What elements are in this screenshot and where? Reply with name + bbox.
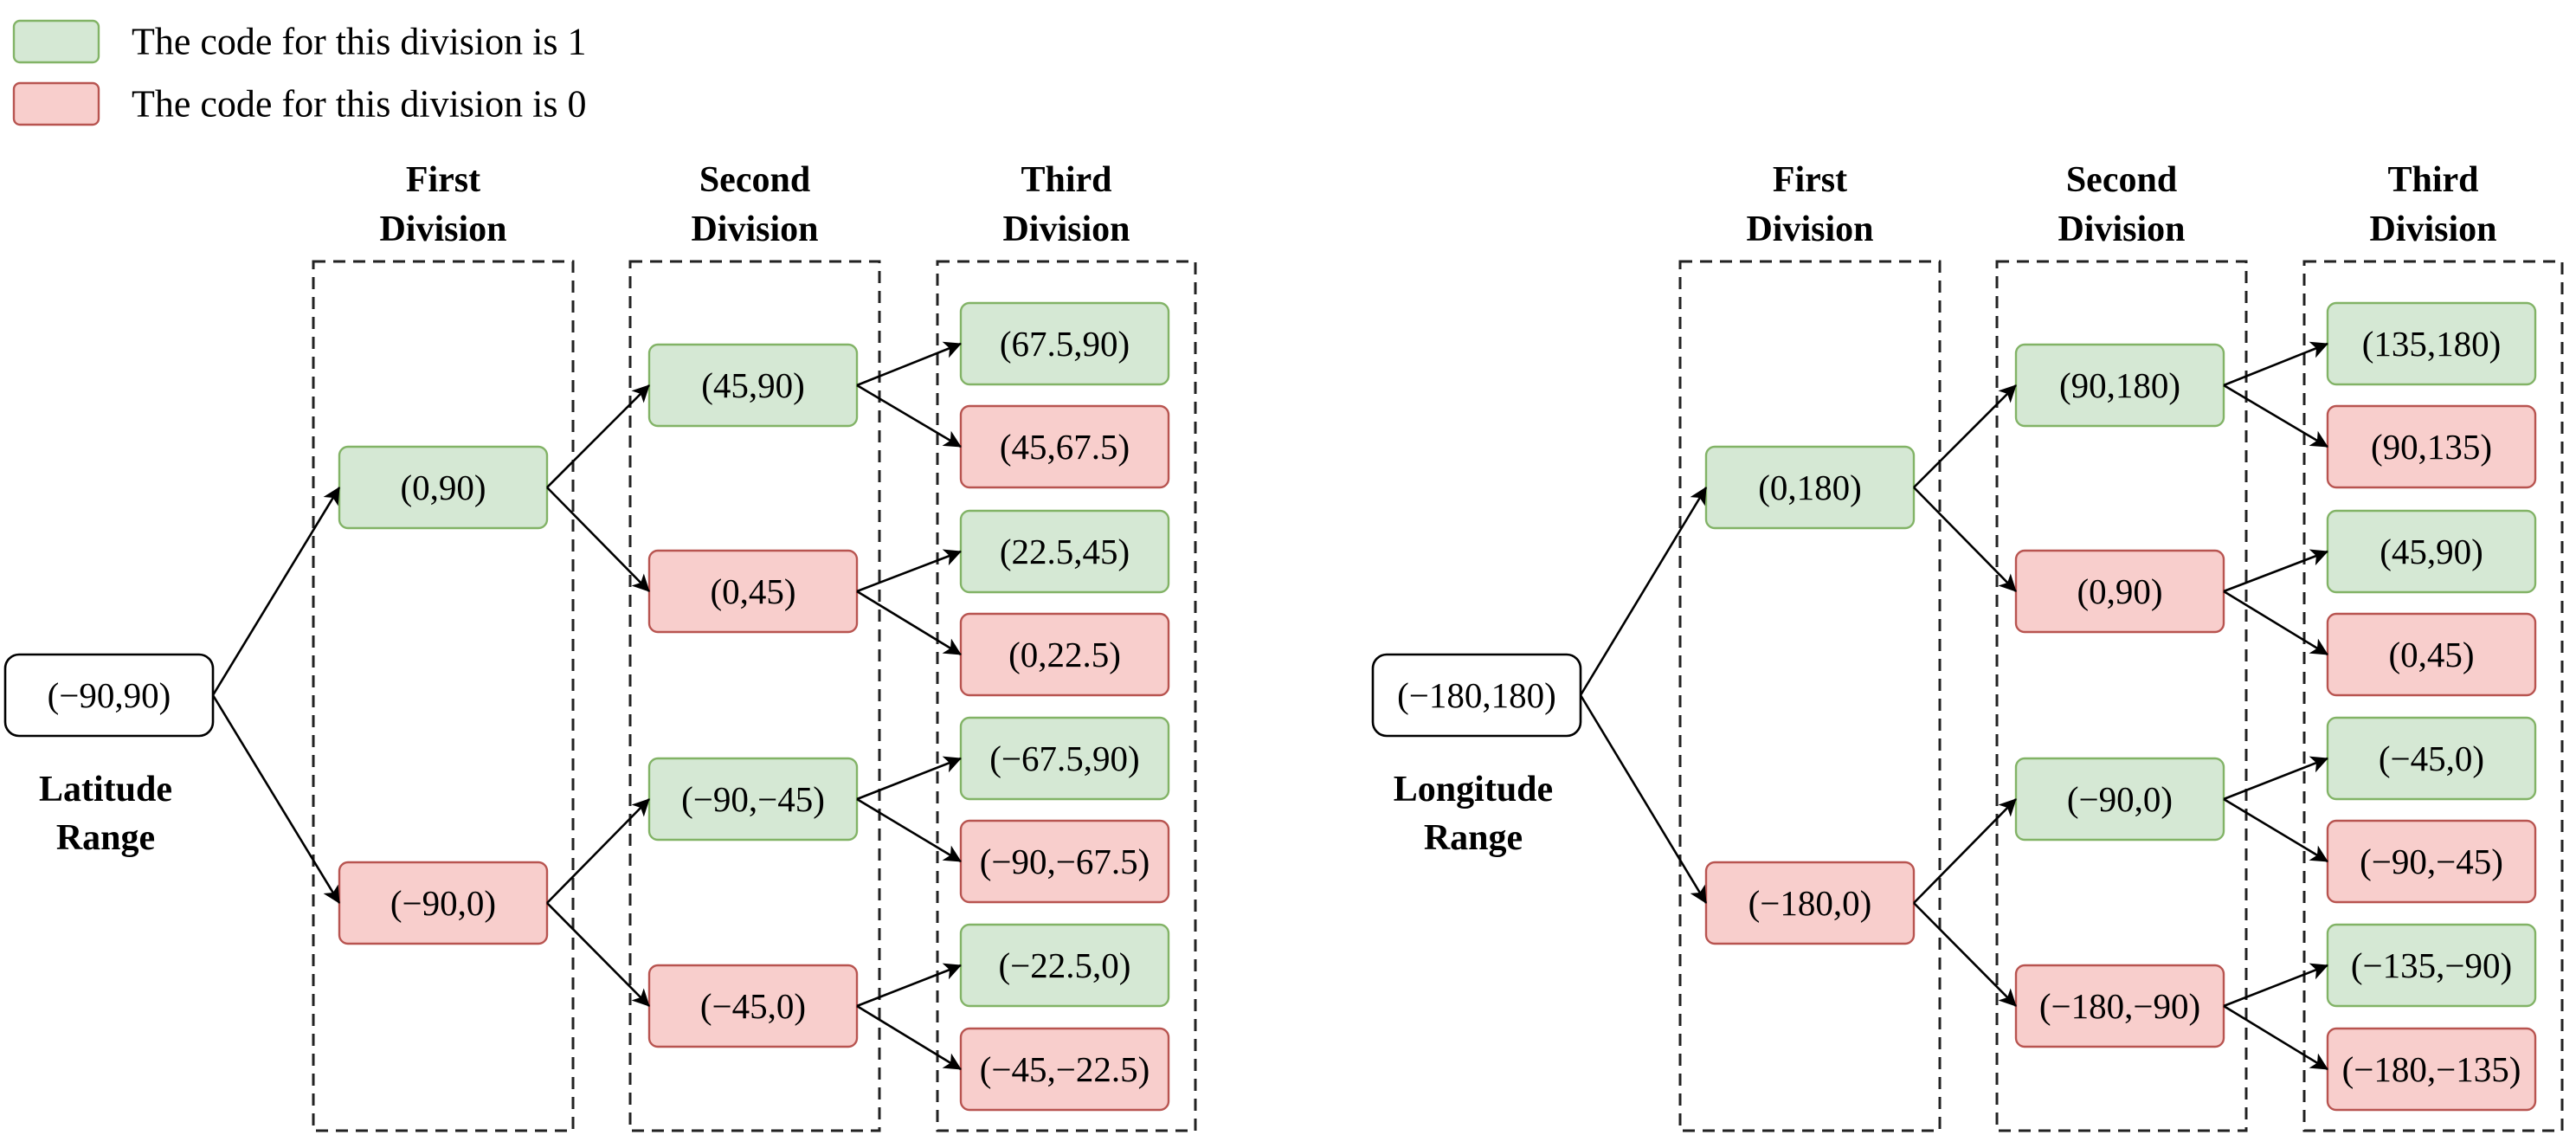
longitude-l3-node: (90,135): [2371, 427, 2492, 467]
longitude-root-node: (−180,180): [1397, 675, 1556, 715]
latitude-root-label: Latitude: [39, 770, 172, 809]
longitude-edge-l2-l3: [2223, 756, 2328, 801]
latitude-edge-l2-l3: [856, 549, 962, 593]
latitude-edge-l1-l2: [546, 384, 650, 488]
longitude-edge-l2-l3: [2223, 341, 2328, 387]
longitude-division-2-frame: [1995, 260, 2248, 1132]
longitude-l2-node: (−180,−90): [2039, 986, 2200, 1026]
latitude-l2-node: (−90,−45): [681, 779, 825, 819]
longitude-edge-l1-l2: [1913, 384, 2017, 488]
longitude-division-3-header: Division: [2369, 210, 2496, 249]
longitude-edge-l1-l2: [1913, 487, 2017, 592]
longitude-edge-root-l1: [1579, 487, 1708, 696]
latitude-l3-node: (45,67.5): [1000, 427, 1130, 467]
latitude-division-3-frame: [936, 260, 1197, 1132]
latitude-l2-node: (0,45): [710, 571, 795, 611]
latitude-l1-node: (0,90): [400, 468, 486, 507]
longitude-l1-node: (0,180): [1758, 468, 1862, 507]
latitude-division-2-frame: [628, 260, 881, 1132]
latitude-edge-l2-l3: [856, 1004, 962, 1071]
longitude-root-label: Longitude: [1394, 770, 1553, 809]
longitude-l3-node: (−180,−135): [2342, 1049, 2521, 1089]
longitude-edge-l1-l2: [1913, 798, 2017, 904]
longitude-edge-l2-l3: [2223, 590, 2328, 656]
latitude-division-1-header: Division: [379, 210, 506, 249]
longitude-division-3-frame: [2302, 260, 2564, 1132]
longitude-edge-l1-l2: [1913, 902, 2017, 1007]
latitude-division-1-frame: [312, 260, 575, 1132]
longitude-division-1-header: Division: [1746, 210, 1873, 249]
latitude-l2-node: (−45,0): [700, 986, 806, 1026]
latitude-edge-root-l1: [211, 694, 341, 904]
longitude-l1-node: (−180,0): [1748, 883, 1872, 923]
latitude-root-node: (−90,90): [48, 675, 171, 715]
longitude-l3-node: (−135,−90): [2351, 945, 2512, 985]
longitude-l3-node: (−90,−45): [2360, 842, 2503, 881]
latitude-edge-l1-l2: [546, 798, 650, 904]
latitude-division-2-header: Division: [691, 210, 818, 249]
longitude-edge-l2-l3: [2223, 384, 2328, 448]
longitude-l2-node: (90,180): [2059, 365, 2180, 405]
latitude-division-1-header: First: [406, 160, 480, 200]
latitude-l3-node: (22.5,45): [1000, 532, 1130, 571]
latitude-edge-l2-l3: [856, 590, 962, 656]
latitude-edge-l2-l3: [856, 384, 962, 448]
latitude-l1-node: (−90,0): [390, 883, 496, 923]
longitude-l3-node: (45,90): [2380, 532, 2483, 571]
latitude-l3-node: (−90,−67.5): [980, 842, 1150, 881]
latitude-l3-node: (67.5,90): [1000, 324, 1130, 364]
longitude-division-3-header: Third: [2387, 160, 2478, 200]
latitude-l3-node: (0,22.5): [1008, 635, 1121, 674]
legend-label-code-0: The code for this division is 0: [132, 83, 587, 126]
latitude-l3-node: (−45,−22.5): [980, 1049, 1150, 1089]
longitude-edge-root-l1: [1579, 694, 1708, 904]
latitude-division-2-header: Second: [699, 160, 810, 200]
longitude-edge-l2-l3: [2223, 797, 2328, 863]
latitude-division-3-header: Division: [1002, 210, 1130, 249]
latitude-edge-l1-l2: [546, 902, 650, 1007]
latitude-edge-l2-l3: [856, 756, 962, 801]
latitude-edge-l2-l3: [856, 963, 962, 1008]
latitude-l3-node: (−67.5,90): [989, 738, 1139, 778]
longitude-l3-node: (0,45): [2388, 635, 2474, 674]
longitude-edge-l2-l3: [2223, 549, 2328, 593]
longitude-division-2-header: Second: [2066, 160, 2177, 200]
longitude-l2-node: (−90,0): [2067, 779, 2173, 819]
latitude-edge-root-l1: [211, 487, 341, 696]
latitude-l2-node: (45,90): [701, 365, 805, 405]
latitude-root-label: Range: [56, 818, 155, 858]
latitude-division-3-header: Third: [1021, 160, 1111, 200]
longitude-l3-node: (−45,0): [2379, 738, 2484, 778]
longitude-l3-node: (135,180): [2362, 324, 2502, 364]
longitude-root-label: Range: [1424, 818, 1523, 858]
latitude-l3-node: (−22.5,0): [999, 945, 1131, 985]
latitude-edge-l1-l2: [546, 487, 650, 592]
longitude-edge-l2-l3: [2223, 1004, 2328, 1071]
longitude-division-1-frame: [1678, 260, 1942, 1132]
latitude-edge-l2-l3: [856, 341, 962, 387]
legend-swatch-code-0: [12, 81, 100, 126]
legend-label-code-1: The code for this division is 1: [132, 21, 587, 63]
legend-swatch-code-1: [12, 19, 100, 64]
latitude-edge-l2-l3: [856, 797, 962, 863]
longitude-division-2-header: Division: [2058, 210, 2185, 249]
longitude-edge-l2-l3: [2223, 963, 2328, 1008]
longitude-division-1-header: First: [1773, 160, 1847, 200]
longitude-l2-node: (0,90): [2077, 571, 2162, 611]
